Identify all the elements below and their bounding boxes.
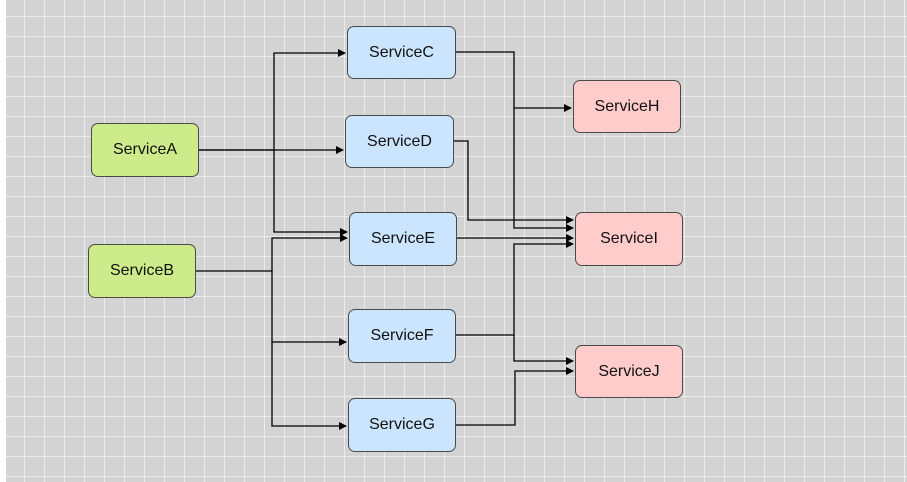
- node-label: ServiceA: [112, 141, 178, 158]
- edge-c-i: [513, 108, 574, 232]
- edge-f-i: [456, 240, 574, 336]
- node-label: ServiceJ: [598, 362, 660, 380]
- node-service-j[interactable]: ServiceJ: [575, 345, 683, 398]
- node-label: ServiceH: [594, 97, 660, 115]
- node-service-i[interactable]: ServiceI: [575, 212, 683, 266]
- node-service-g[interactable]: ServiceG: [348, 398, 456, 452]
- edge-g-j: [456, 367, 574, 426]
- node-service-f[interactable]: ServiceF: [348, 309, 456, 363]
- edge-d-i: [454, 140, 574, 224]
- node-service-b[interactable]: ServiceB: [88, 244, 196, 298]
- edge-c-h: [456, 51, 572, 112]
- node-label: ServiceC: [369, 43, 434, 61]
- node-label: ServiceF: [370, 327, 434, 344]
- node-label: ServiceG: [369, 416, 435, 433]
- node-service-e[interactable]: ServiceE: [349, 212, 457, 266]
- edge-f-j: [513, 335, 574, 365]
- edge-a-e: [273, 150, 348, 236]
- node-label: ServiceI: [600, 230, 658, 247]
- edge-b-g: [271, 342, 347, 430]
- edge-a-c: [199, 49, 346, 151]
- node-service-h[interactable]: ServiceH: [573, 80, 681, 133]
- node-label: ServiceB: [109, 262, 175, 279]
- node-label: ServiceE: [370, 230, 436, 247]
- node-label: ServiceD: [367, 132, 432, 150]
- edge-b-e: [196, 234, 348, 272]
- node-service-a[interactable]: ServiceA: [91, 123, 199, 177]
- node-service-c[interactable]: ServiceC: [347, 26, 456, 79]
- edge-b-f: [271, 271, 347, 346]
- node-service-d[interactable]: ServiceD: [345, 115, 454, 168]
